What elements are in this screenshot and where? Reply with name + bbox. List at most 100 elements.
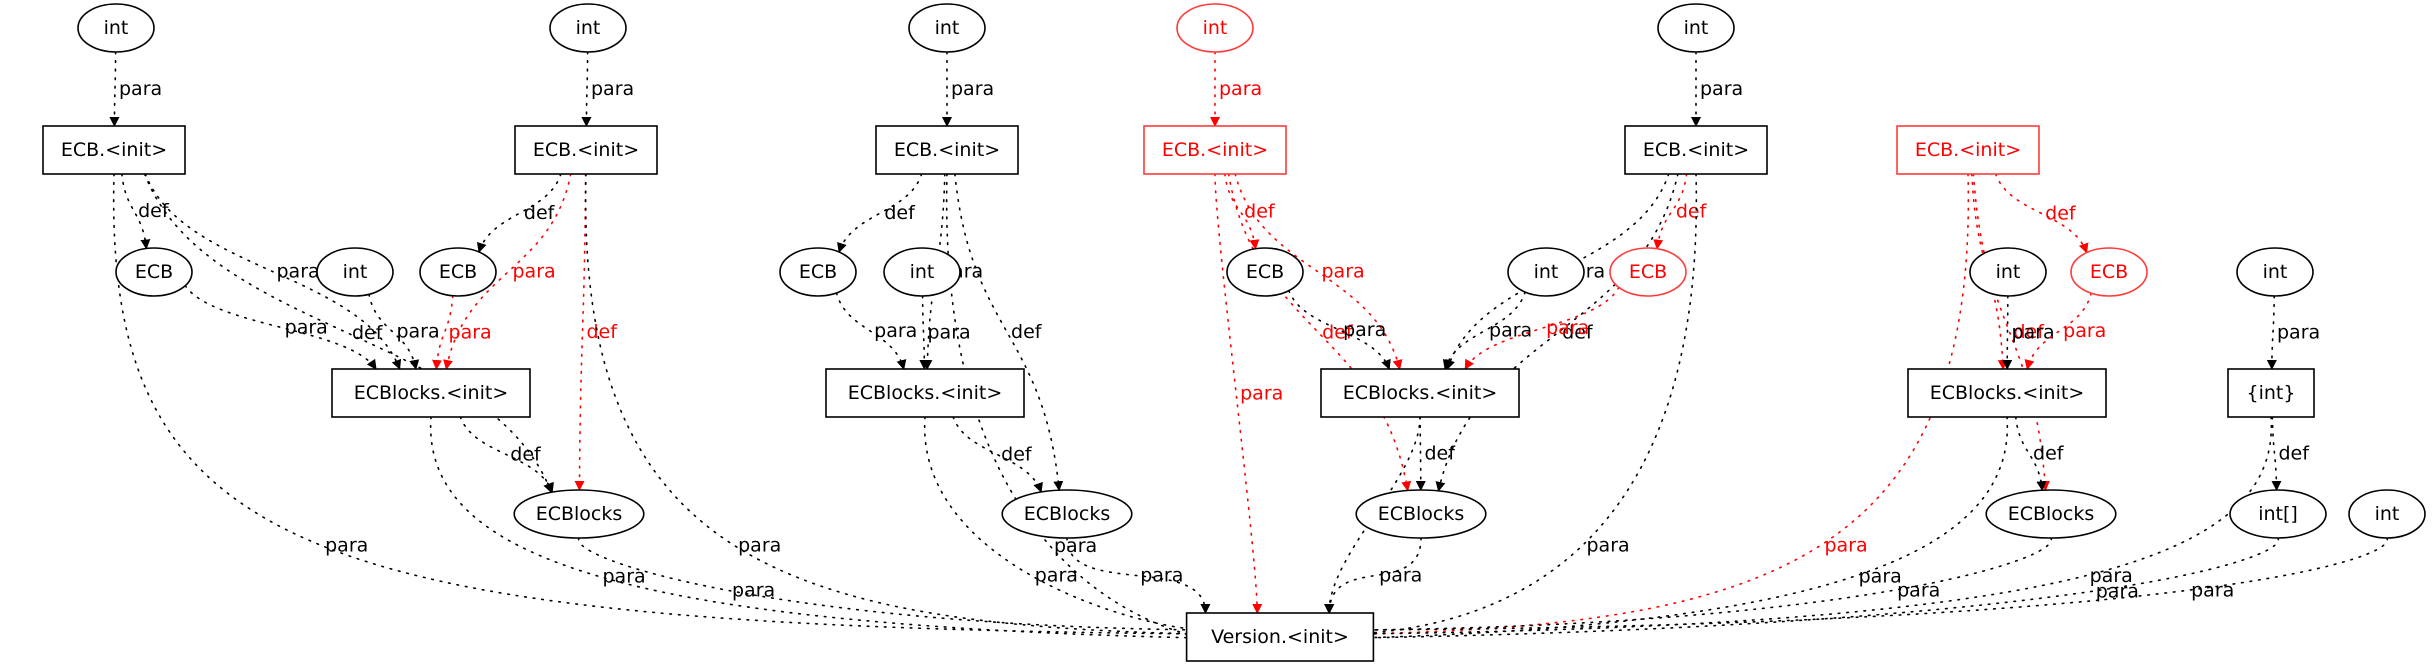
node-int_f2[interactable]: int (1969, 247, 2047, 297)
edge-label-para: para (325, 534, 368, 556)
edge-label-def: def (1011, 321, 1043, 343)
node-int_c[interactable]: int (908, 3, 986, 53)
edge-label-para: para (2277, 321, 2320, 343)
node-int_a[interactable]: int (77, 3, 155, 53)
edge-ecbinit_c-to-version_init (946, 173, 1202, 641)
edge-int_f2-to-blkinit_f (2002, 295, 2013, 370)
edge-label-para: para (2191, 579, 2234, 601)
node-box (1143, 125, 1287, 175)
node-label: ECB.<init> (1915, 139, 2021, 161)
node-ecb_c[interactable]: ECB (779, 247, 857, 297)
node-box (875, 125, 1019, 175)
node-label: int (910, 261, 935, 283)
node-blkinit_a[interactable]: ECBlocks.<init> (331, 368, 531, 418)
node-ellipse (419, 247, 497, 297)
edge-label-def: def (510, 444, 542, 466)
node-ellipse (77, 3, 155, 53)
node-label: int (2375, 503, 2400, 525)
node-label: ECBlocks.<init> (1930, 382, 2085, 404)
node-label: ECBlocks.<init> (1343, 382, 1498, 404)
node-intarr_g[interactable]: int[] (2229, 489, 2327, 539)
node-ecbinit_f[interactable]: ECB.<init> (1896, 125, 2040, 175)
edge-ecbinit_e-to-ecb_e (1653, 173, 1688, 250)
edge-label-para: para (513, 261, 556, 283)
edge-ecb_b-to-blkinit_a (431, 294, 454, 370)
edge-ecbinit_d-to-blkinit_e (1234, 173, 1403, 370)
node-version_init[interactable]: Version.<init> (1185, 612, 1375, 662)
node-intset_g[interactable]: {int} (2227, 368, 2315, 418)
node-ellipse (1609, 247, 1687, 297)
edge-intarr_g-to-version_init (1357, 537, 2280, 643)
node-ecb_f[interactable]: ECB (2070, 247, 2148, 297)
edge-label-para: para (2063, 320, 2106, 342)
edge-blkinit_f-to-blk_f (2014, 416, 2047, 492)
edge-label-para: para (277, 261, 320, 283)
edge-label-para: para (1897, 579, 1940, 601)
node-blk_e[interactable]: ECBlocks (1355, 489, 1487, 539)
node-ecbinit_c[interactable]: ECB.<init> (875, 125, 1019, 175)
node-label: ECBlocks (1378, 503, 1465, 525)
edge-label-para: para (1054, 535, 1097, 557)
node-blkinit_f[interactable]: ECBlocks.<init> (1907, 368, 2107, 418)
edge-label-def: def (2279, 443, 2311, 465)
node-label: int (935, 17, 960, 39)
node-box (42, 125, 186, 175)
node-label: ECB.<init> (1162, 139, 1268, 161)
node-label: int (1996, 261, 2021, 283)
node-ecbinit_a[interactable]: ECB.<init> (42, 125, 186, 175)
node-label: ECB (2090, 261, 2128, 283)
node-label: int[] (2258, 503, 2298, 525)
node-int_e[interactable]: int (1657, 3, 1735, 53)
node-label: Version.<init> (1211, 626, 1349, 648)
node-int_g[interactable]: int (2236, 247, 2314, 297)
node-box (331, 368, 531, 418)
node-box (825, 368, 1025, 418)
node-ecb_b[interactable]: ECB (419, 247, 497, 297)
edge-ecbinit_b-to-blkinit_a (443, 173, 572, 370)
node-box (514, 125, 658, 175)
edge-int_b2-to-blkinit_a (368, 293, 420, 370)
node-box (1896, 125, 2040, 175)
node-box (1624, 125, 1768, 175)
node-int_b[interactable]: int (549, 3, 627, 53)
node-ecb_d[interactable]: ECB (1226, 247, 1304, 297)
node-blk_c[interactable]: ECBlocks (1001, 489, 1133, 539)
node-ecbinit_e[interactable]: ECB.<init> (1624, 125, 1768, 175)
node-blkinit_c[interactable]: ECBlocks.<init> (825, 368, 1025, 418)
node-int_e2[interactable]: int (1507, 247, 1585, 297)
node-ecb_a[interactable]: ECB (115, 247, 193, 297)
node-label: ECB (1246, 261, 1284, 283)
edge-blkinit_e-to-blk_e (1415, 416, 1426, 491)
edge-label-def: def (2014, 321, 2046, 343)
edge-label-para: para (732, 579, 775, 601)
edge-label-def: def (352, 322, 384, 344)
node-ecb_e[interactable]: ECB (1609, 247, 1687, 297)
node-int_h[interactable]: int (2348, 489, 2426, 539)
node-ecbinit_d[interactable]: ECB.<init> (1143, 125, 1287, 175)
node-ellipse (1001, 489, 1133, 539)
node-blkinit_e[interactable]: ECBlocks.<init> (1320, 368, 1520, 418)
edge-int_c2-to-blkinit_c (919, 295, 930, 370)
edge-int_h-to-version_init (1357, 537, 2389, 635)
edge-label-para: para (1489, 320, 1532, 342)
edge-ecb_a-to-blkinit_a (184, 284, 377, 370)
node-int_c2[interactable]: int (883, 247, 961, 297)
node-blk_f[interactable]: ECBlocks (1985, 489, 2117, 539)
edge-label-para: para (119, 78, 162, 100)
node-label: ECB (135, 261, 173, 283)
node-int_b2[interactable]: int (316, 247, 394, 297)
edge-label-para: para (1700, 78, 1743, 100)
edge-ecbinit_e-to-version_init (1357, 173, 1698, 639)
node-blk_a[interactable]: ECBlocks (513, 489, 645, 539)
node-ecbinit_b[interactable]: ECB.<init> (514, 125, 658, 175)
edge-blk_f-to-version_init (1357, 537, 2053, 635)
node-box (1185, 612, 1375, 662)
node-int_d[interactable]: int (1176, 3, 1254, 53)
node-ellipse (1355, 489, 1487, 539)
node-box (1320, 368, 1520, 418)
edge-ecbinit_a-to-blk_a (143, 173, 553, 494)
node-label: {int} (2247, 382, 2296, 404)
